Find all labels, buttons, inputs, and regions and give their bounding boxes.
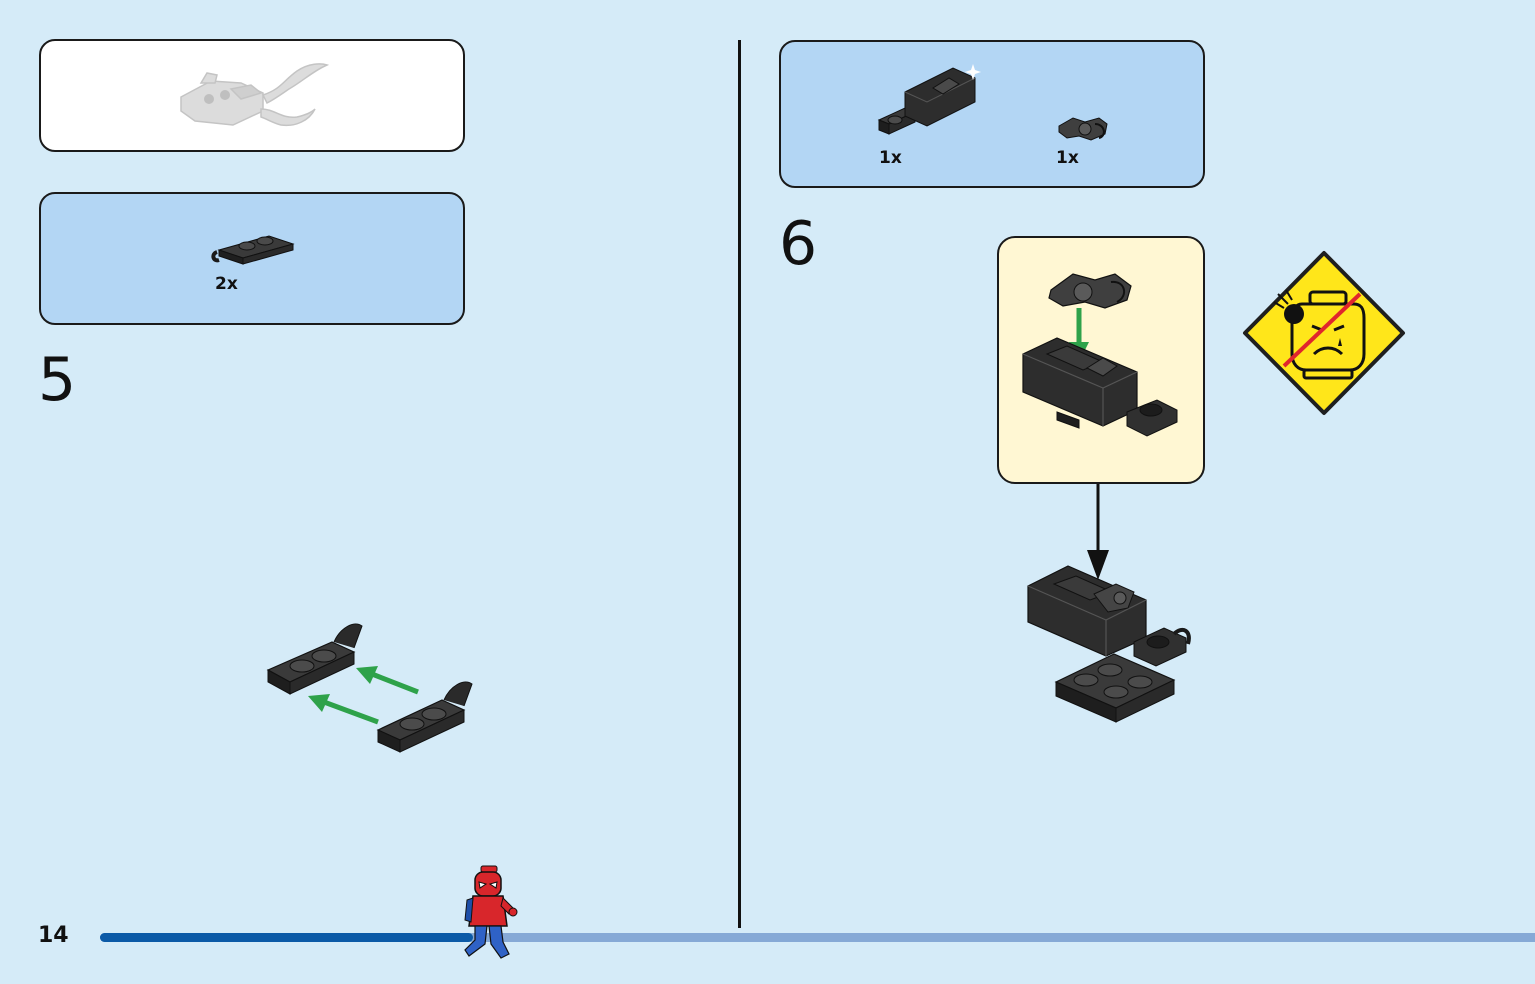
- step6-parts-list: 1x 1x: [779, 40, 1205, 188]
- step5-assembly-illustration: [266, 623, 473, 753]
- finished-submodel-silhouette-icon: [180, 63, 330, 127]
- submodel-preview-box: [39, 39, 465, 152]
- progress-bar-track: [100, 933, 1535, 942]
- progress-bar-fill: [100, 933, 473, 942]
- plate-left: [266, 623, 363, 695]
- part-quantity: 2x: [215, 274, 238, 294]
- subassembly-callout: [997, 236, 1205, 484]
- plate-right: [376, 681, 473, 753]
- part-quantity: 1x: [1056, 148, 1079, 168]
- bracket-with-clip-icon: [877, 64, 981, 135]
- attach-arrow: [1087, 484, 1109, 580]
- step6-assembly-illustration: [1027, 565, 1191, 723]
- spider-man-minifigure-icon: [464, 865, 518, 959]
- subassembly-illustration: [1022, 273, 1178, 437]
- step-number: 6: [779, 209, 818, 279]
- page-divider: [738, 40, 741, 928]
- page-number: 14: [38, 923, 69, 948]
- step-number: 5: [38, 345, 77, 415]
- bar-holder-with-clip-icon: [1058, 117, 1108, 141]
- assembly-arrows: [308, 666, 419, 725]
- small-parts-choking-hazard-icon: [1243, 251, 1405, 415]
- step5-parts-list: 2x: [39, 192, 465, 325]
- plate-1x2-with-clip-icon: [211, 235, 295, 265]
- part-quantity: 1x: [879, 148, 902, 168]
